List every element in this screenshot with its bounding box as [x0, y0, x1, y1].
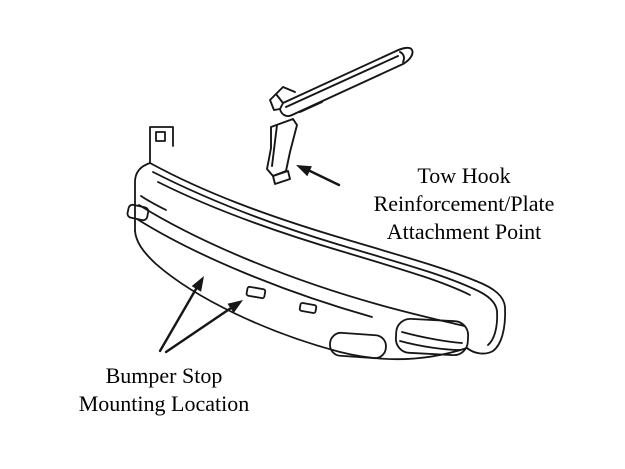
tow-hook-label-line2: Reinforcement/Plate: [373, 191, 555, 216]
attachment-bracket-part: [266, 118, 298, 185]
bumper-stop-arrow-icon-1: [158, 276, 204, 353]
bumper-stop-arrow-icon-2: [164, 300, 243, 354]
tow-hook-label-line3: Attachment Point: [386, 219, 542, 244]
tow-hook-reinforcement-part: [269, 46, 414, 117]
tow-hook-arrow-icon: [296, 165, 341, 187]
bumper-stop-label-line1: Bumper Stop: [105, 363, 223, 388]
tow-hook-label: Tow Hook Reinforcement/Plate Attachment …: [338, 162, 590, 246]
bumper-stop-label: Bumper Stop Mounting Location: [38, 362, 290, 418]
front-bumper-part: [126, 126, 506, 361]
bumper-stop-label-line2: Mounting Location: [78, 391, 250, 416]
tow-hook-label-line1: Tow Hook: [417, 163, 511, 188]
